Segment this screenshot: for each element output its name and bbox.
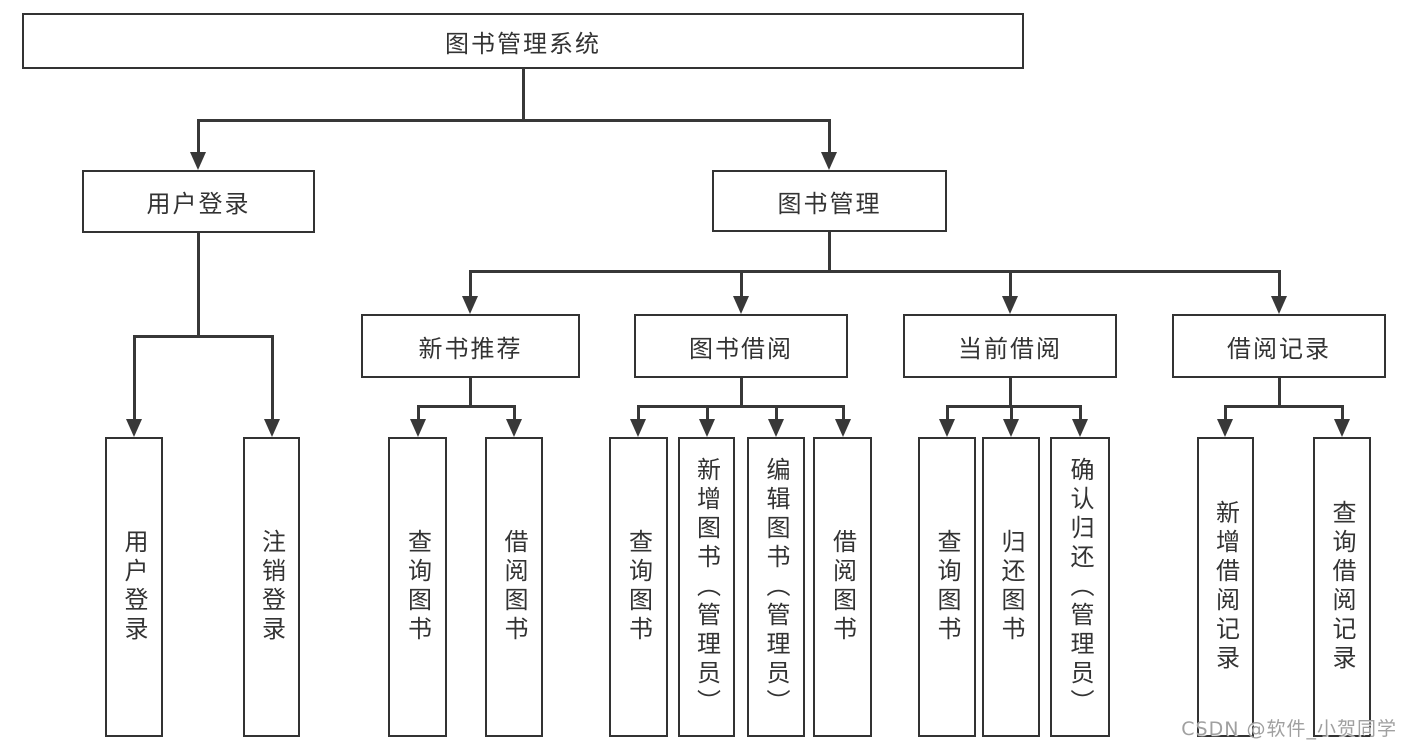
arrow-down-icon [462,296,478,314]
arrow-down-icon [835,419,851,437]
connector-line [197,233,200,337]
node-root-label: 图书管理系统 [445,29,601,58]
arrow-down-icon [1334,419,1350,437]
connector-line [1009,270,1012,298]
node-book-borrowing: 图书借阅 [634,314,848,378]
node-leaf-user-login-label: 用户登录 [120,529,148,645]
node-leaf-borrow-books: 借阅图书 [813,437,872,737]
node-borrowing-records: 借阅记录 [1172,314,1386,378]
connector-line [1278,378,1281,407]
connector-line [706,405,709,421]
connector-line [1224,405,1344,408]
node-leaf-query-books-current-label: 查询图书 [933,529,961,645]
connector-line [637,405,640,421]
node-book-management: 图书管理 [712,170,947,232]
node-user-login-label: 用户登录 [146,190,251,218]
node-leaf-logout-label: 注销登录 [257,529,286,645]
connector-line [417,405,420,421]
connector-line [513,405,516,421]
node-leaf-add-borrow-record-label: 新增借阅记录 [1211,500,1240,674]
arrow-down-icon [821,152,837,170]
arrow-down-icon [1072,419,1088,437]
node-leaf-borrow-books-label: 借阅图书 [828,529,857,645]
node-leaf-query-books-recommend: 查询图书 [388,437,447,737]
node-leaf-confirm-return-admin-label: 确认归还（管理员） [1066,456,1094,718]
connector-line [842,405,845,421]
node-leaf-add-borrow-record: 新增借阅记录 [1197,437,1254,737]
node-book-borrowing-label: 图书借阅 [689,334,793,363]
connector-line [522,68,525,121]
connector-line [740,378,743,407]
node-borrowing-records-label: 借阅记录 [1227,334,1331,363]
node-leaf-query-borrow-record-label: 查询借阅记录 [1328,500,1356,674]
node-book-management-label: 图书管理 [777,189,882,218]
arrow-down-icon [410,419,426,437]
node-leaf-add-book-admin: 新增图书（管理员） [678,437,735,737]
connector-line [197,119,200,155]
node-leaf-edit-book-admin-label: 编辑图书（管理员） [762,456,790,718]
node-leaf-query-books-recommend-label: 查询图书 [403,529,432,645]
arrow-down-icon [506,419,522,437]
connector-line [775,405,778,421]
connector-line [417,405,516,408]
connector-line [828,232,831,272]
connector-line [1010,405,1013,421]
node-leaf-query-books-current: 查询图书 [918,437,976,737]
connector-line [740,270,743,298]
node-new-book-recommend: 新书推荐 [361,314,580,378]
node-leaf-borrow-books-recommend: 借阅图书 [485,437,543,737]
arrow-down-icon [264,419,280,437]
connector-line [1341,405,1344,421]
node-leaf-query-books-borrowing: 查询图书 [609,437,668,737]
arrow-down-icon [1217,419,1233,437]
arrow-down-icon [1271,296,1287,314]
csdn-watermark: CSDN @软件_小贺同学 [1181,718,1397,740]
connector-line [1278,270,1281,298]
arrow-down-icon [939,419,955,437]
connector-line [197,119,831,122]
connector-line [1079,405,1082,421]
connector-line [133,335,136,421]
node-leaf-query-books-borrowing-label: 查询图书 [624,529,653,645]
connector-line [946,405,1082,408]
connector-line [828,119,831,155]
arrow-down-icon [768,419,784,437]
node-root: 图书管理系统 [22,13,1024,69]
connector-line [637,405,845,408]
connector-line [946,405,949,421]
connector-line [469,378,472,407]
node-leaf-user-login: 用户登录 [105,437,163,737]
connector-line [469,270,1281,273]
node-current-borrowing-label: 当前借阅 [958,334,1062,363]
connector-line [1224,405,1227,421]
node-leaf-logout: 注销登录 [243,437,300,737]
connector-line [271,335,274,421]
arrow-down-icon [1003,419,1019,437]
node-user-login: 用户登录 [82,170,315,233]
node-leaf-add-book-admin-label: 新增图书（管理员） [692,456,721,718]
node-leaf-edit-book-admin: 编辑图书（管理员） [747,437,805,737]
node-leaf-return-book: 归还图书 [982,437,1040,737]
arrow-down-icon [126,419,142,437]
connector-line [469,270,472,298]
arrow-down-icon [733,296,749,314]
node-leaf-return-book-label: 归还图书 [997,529,1025,645]
node-new-book-recommend-label: 新书推荐 [418,334,523,363]
node-leaf-borrow-books-recommend-label: 借阅图书 [500,529,528,645]
connector-line [1009,378,1012,407]
node-leaf-query-borrow-record: 查询借阅记录 [1313,437,1371,737]
arrow-down-icon [699,419,715,437]
arrow-down-icon [1002,296,1018,314]
connector-line [133,335,274,338]
arrow-down-icon [630,419,646,437]
arrow-down-icon [190,152,206,170]
node-current-borrowing: 当前借阅 [903,314,1117,378]
node-leaf-confirm-return-admin: 确认归还（管理员） [1050,437,1110,737]
